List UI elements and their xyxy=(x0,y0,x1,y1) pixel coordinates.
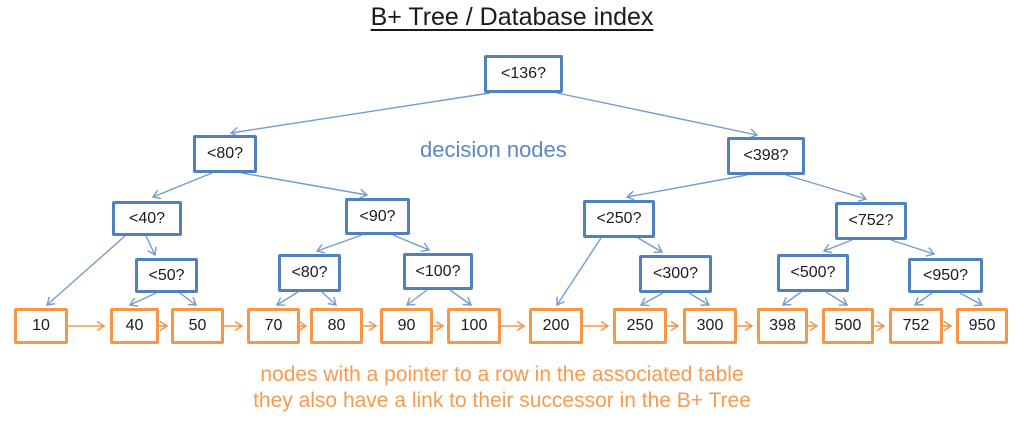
decision-node-100: <100? xyxy=(403,253,473,290)
leaf-note-line1: nodes with a pointer to a row in the ass… xyxy=(260,363,744,386)
decision-node-50: <50? xyxy=(135,258,198,293)
leaf-note-line2: they also have a link to their successor… xyxy=(253,389,751,412)
leaf-node-40: 40 xyxy=(110,308,159,344)
decision-node-90: <90? xyxy=(345,198,410,235)
leaf-node-70: 70 xyxy=(247,308,300,344)
leaf-node-250: 250 xyxy=(613,308,667,344)
leaf-node-80: 80 xyxy=(310,308,363,344)
decision-node-80-l4: <80? xyxy=(278,254,341,292)
decision-node-950: <950? xyxy=(908,258,983,293)
leaf-node-10: 10 xyxy=(14,308,68,344)
leaf-node-398: 398 xyxy=(757,308,808,344)
leaf-node-100: 100 xyxy=(447,308,501,344)
decision-node-250: <250? xyxy=(583,200,655,238)
decision-node-40: <40? xyxy=(112,201,182,236)
decision-edges xyxy=(46,92,984,307)
decision-node-398: <398? xyxy=(727,137,805,175)
leaf-node-752: 752 xyxy=(889,308,943,344)
decision-node-500: <500? xyxy=(777,254,849,292)
leaf-node-500: 500 xyxy=(822,308,874,344)
leaf-node-300: 300 xyxy=(683,308,737,344)
leaf-node-50: 50 xyxy=(171,308,224,344)
decision-nodes-caption: decision nodes xyxy=(420,137,567,162)
decision-node-752: <752? xyxy=(835,202,907,240)
leaf-node-950: 950 xyxy=(956,308,1008,344)
decision-node-136: <136? xyxy=(484,55,563,93)
diagram-title: B+ Tree / Database index xyxy=(370,3,654,31)
decision-node-80-l2: <80? xyxy=(193,135,257,173)
leaf-nodes-caption: nodes with a pointer to a row in the ass… xyxy=(0,362,1004,414)
decision-node-300: <300? xyxy=(639,255,712,293)
leaf-node-200: 200 xyxy=(529,308,583,344)
leaf-node-90: 90 xyxy=(380,308,433,344)
